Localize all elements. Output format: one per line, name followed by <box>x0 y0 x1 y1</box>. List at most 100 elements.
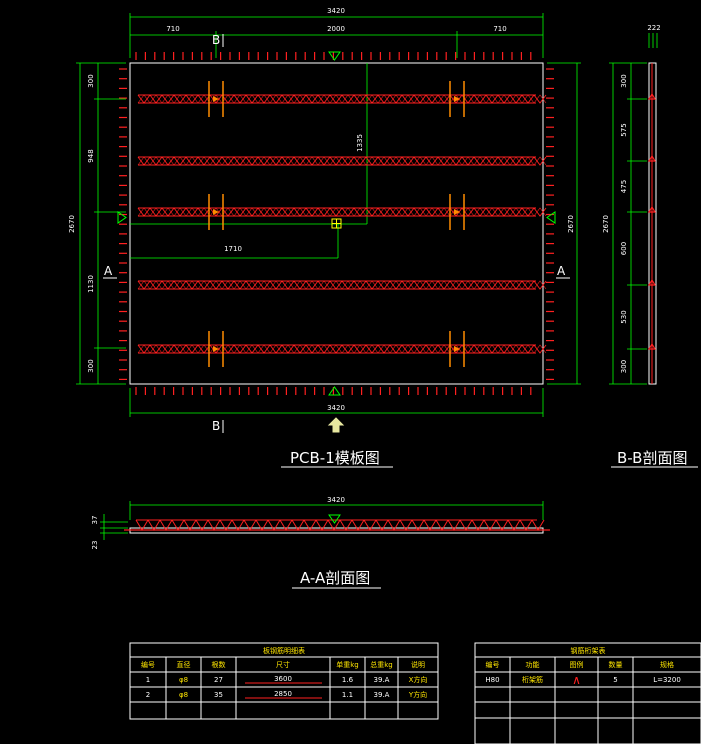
top-center-triangle <box>328 51 341 61</box>
truss-table-header: 图例 <box>570 660 584 669</box>
bottom-overall-dim: 3420 <box>327 404 345 412</box>
rebar-table-header: 说明 <box>411 660 425 669</box>
rebar-table-header: 直径 <box>177 660 191 669</box>
plan-view: 3420 710 2000 710 3420 2670 300 948 1130… <box>68 7 581 468</box>
rebar-table-cell: 39.A <box>374 676 390 684</box>
aa-bottom-dim: 23 <box>91 541 99 550</box>
left-overall-dim: 2670 <box>68 215 76 233</box>
top-overall-dim: 3420 <box>327 7 345 15</box>
truss-web <box>137 207 547 217</box>
lifting-point-arrow <box>454 96 460 102</box>
panel-outline <box>129 62 544 385</box>
truss-table-frame <box>474 642 701 744</box>
truss-web-diagonal <box>137 94 547 104</box>
rebar-table-cell: 2 <box>146 691 150 699</box>
truss-table-header: 数量 <box>609 660 623 669</box>
aa-top-dim: 37 <box>91 516 99 525</box>
truss-web <box>137 280 547 290</box>
lifting-point-arrow <box>213 346 219 352</box>
truss-table-columns <box>509 657 634 744</box>
rebar-table-cell: 35 <box>214 691 223 699</box>
truss-web-diagonal <box>137 280 547 290</box>
truss-web <box>137 156 547 166</box>
aa-title: A-A剖面图 <box>300 569 370 587</box>
rebar-table-cell: φ8 <box>179 676 188 684</box>
bb-segment-dim: 600 <box>620 242 628 255</box>
bb-segment-dim: 300 <box>620 360 628 373</box>
bb-truss-mark <box>647 154 657 162</box>
bb-truss-marks <box>627 92 657 350</box>
bb-truss-mark <box>647 278 657 286</box>
truss-table-cell: H80 <box>485 676 499 684</box>
center-horizontal-dim: 1710 <box>224 245 242 253</box>
rebar-table-cell: 1.6 <box>342 676 354 684</box>
center-vertical-dim: 1335 <box>356 134 364 152</box>
section-label-b-top: B <box>212 33 220 47</box>
aa-truss-zigzag <box>135 519 545 531</box>
left-seg-4: 300 <box>87 359 95 372</box>
bb-segment-dim: 575 <box>620 123 628 136</box>
bb-title: B-B剖面图 <box>617 449 687 467</box>
section-label-b-bottom: B <box>212 419 220 433</box>
rebar-table-header: 编号 <box>141 660 155 669</box>
truss-table-cell: 5 <box>613 676 617 684</box>
rebar-table-cell: 1 <box>146 676 150 684</box>
bb-truss-mark <box>647 342 657 350</box>
bb-overall-dim: 2670 <box>602 215 610 233</box>
truss-legend-symbol: ∧ <box>572 673 581 687</box>
direction-arrow-icon <box>327 417 345 433</box>
left-center-triangle <box>117 211 127 224</box>
bb-top-dim: 222 <box>647 24 660 32</box>
bb-segment-dim: 475 <box>620 180 628 193</box>
left-seg-3: 1130 <box>87 275 95 293</box>
rebar-table-columns <box>165 657 399 719</box>
lifting-point-arrow <box>213 209 219 215</box>
truss-table-header: 编号 <box>486 660 500 669</box>
truss-table-cell: L=3200 <box>653 676 681 684</box>
section-aa-view: 3420 37 23 A-A剖面图 <box>91 496 550 589</box>
rebar-table-header: 单重kg <box>336 660 359 669</box>
rebar-table-header: 尺寸 <box>276 660 290 669</box>
lifting-point-arrow <box>454 209 460 215</box>
right-center-triangle <box>546 211 556 224</box>
bb-truss-mark <box>647 92 657 100</box>
top-seg-3: 710 <box>493 25 506 33</box>
truss-table-header: 功能 <box>526 660 540 669</box>
lifting-point-arrow <box>213 96 219 102</box>
truss-web-diagonal <box>137 156 547 166</box>
left-seg-2: 948 <box>87 149 95 162</box>
truss-web <box>137 344 547 354</box>
rebar-table-header: 根数 <box>212 660 226 669</box>
top-seg-2: 2000 <box>327 25 345 33</box>
top-seg-1: 710 <box>166 25 179 33</box>
rebar-table-title: 板钢筋明细表 <box>263 646 305 655</box>
section-label-a-left: A <box>104 264 113 278</box>
rebar-table-cell: 39.A <box>374 691 390 699</box>
rebar-table-header: 总重kg <box>370 660 393 669</box>
rebar-table-cell: 3600 <box>274 675 292 683</box>
truss-rows <box>137 94 547 354</box>
truss-web-diagonal <box>137 344 547 354</box>
rebar-table-cell: X方向 <box>409 675 428 684</box>
rebar-table-cell: 2850 <box>274 690 292 698</box>
plan-title: PCB-1模板图 <box>290 449 380 467</box>
rebar-table-cell: Y方向 <box>408 690 427 699</box>
rebar-ticks <box>119 52 554 395</box>
rebar-table-cell: φ8 <box>179 691 188 699</box>
section-label-a-right: A <box>557 264 566 278</box>
rebar-table-cell: 27 <box>214 676 223 684</box>
bb-segment-dim: 300 <box>620 74 628 87</box>
rebar-table-frame <box>129 642 439 720</box>
truss-table-title: 钢筋桁架表 <box>571 646 606 655</box>
truss-web <box>137 94 547 104</box>
rebar-table-cell: 1.1 <box>342 691 353 699</box>
right-overall-dim: 2670 <box>567 215 575 233</box>
rebar-table: 板钢筋明细表 编号 直径 根数 尺寸 单重kg 总重kg 说明 1 φ8 27 3600 1.6 39.… <box>129 642 439 720</box>
aa-width-dim: 3420 <box>327 496 345 504</box>
rebar-table-cells: 编号 直径 根数 尺寸 单重kg 总重kg 说明 1 φ8 27 3600 1.6 39.A X方向 2 φ8… <box>141 660 427 699</box>
truss-table-header: 规格 <box>660 660 674 669</box>
bb-truss-mark <box>647 205 657 213</box>
